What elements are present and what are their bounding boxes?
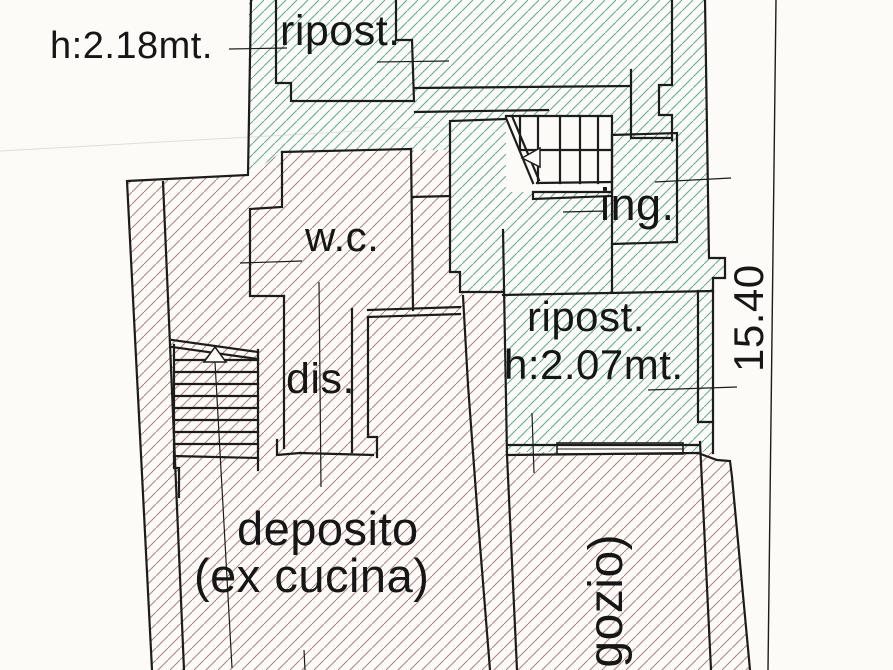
label-ingresso: ing. <box>600 179 675 230</box>
hatch-zone-teal <box>248 0 725 452</box>
dimension-line <box>767 0 777 670</box>
label-negozio: negozio) <box>580 533 633 670</box>
scan-artifact-line <box>0 126 431 152</box>
wall-outlines <box>125 0 752 670</box>
label-deposito: deposito <box>237 502 419 555</box>
label-height-right: h:2.07mt. <box>504 341 684 388</box>
label-disimpegno: dis. <box>286 355 355 403</box>
label-height-top: h:2.18mt. <box>50 25 213 67</box>
stair-up-arrow-icon <box>202 345 228 363</box>
hatch-zone-red <box>127 150 750 670</box>
leader-lines <box>214 47 738 670</box>
label-dimension-right: 15.40 <box>725 264 772 372</box>
label-ripostiglio-top: ripost. <box>280 7 401 55</box>
label-ripostiglio-right: ripost. <box>527 293 645 340</box>
stair-direction-arrow-icon <box>520 146 541 169</box>
label-wc: w.c. <box>305 213 380 260</box>
label-deposito-sub: (ex cucina) <box>194 549 430 602</box>
